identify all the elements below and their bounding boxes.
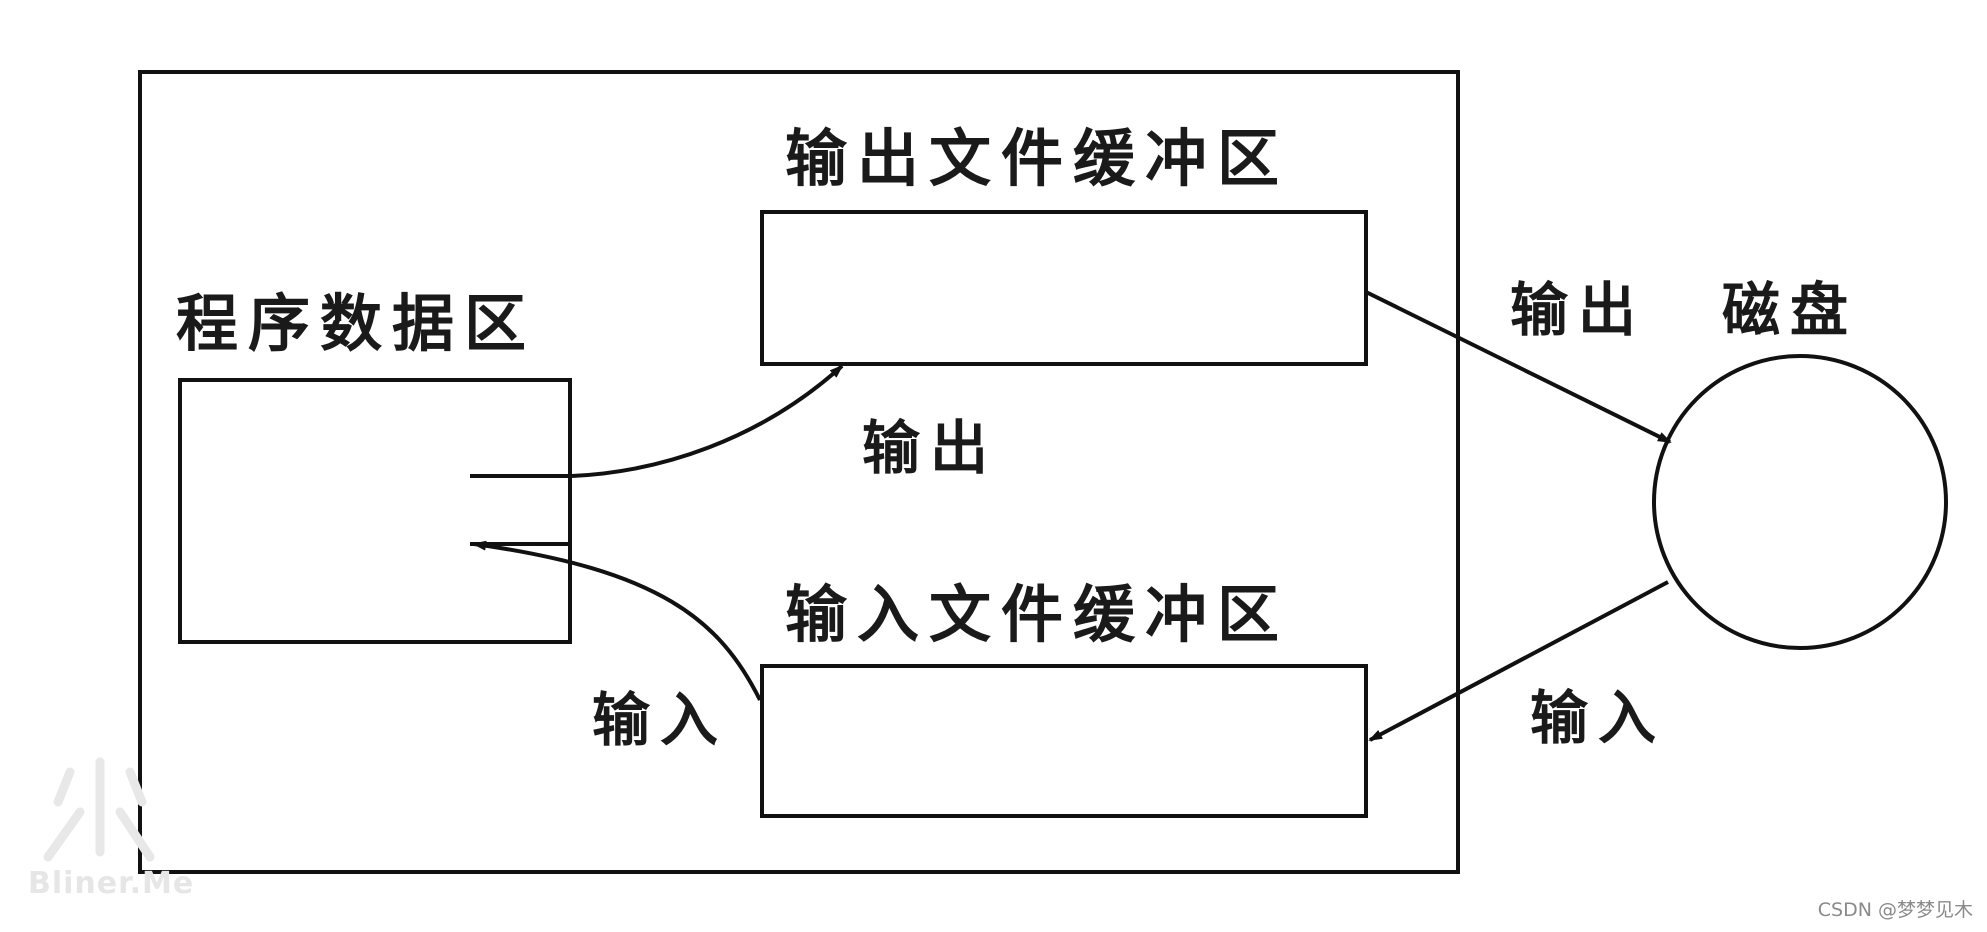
input-buffer-box	[760, 664, 1368, 818]
inner-output-label: 输出	[862, 414, 998, 482]
program-data-area-box	[178, 378, 572, 644]
disk-input-label: 输入	[1530, 684, 1666, 752]
output-buffer-box	[760, 210, 1368, 366]
input-buffer-label: 输入文件缓冲区	[785, 578, 1289, 651]
inner-input-label: 输入	[592, 686, 728, 754]
arrow-data-to-output-buffer	[571, 364, 844, 478]
output-buffer-label: 输出文件缓冲区	[785, 122, 1289, 195]
memory-frame	[138, 70, 1460, 874]
program-data-area-label: 程序数据区	[176, 287, 536, 360]
disk-output-label: 输出	[1510, 276, 1646, 344]
logo-watermark-text: Bliner.Me	[28, 866, 195, 901]
bliner-logo-watermark	[43, 757, 155, 862]
disk-circle	[1652, 354, 1948, 650]
arrow-output-buffer-to-disk	[1365, 290, 1672, 444]
arrow-input-buffer-to-data	[472, 540, 762, 701]
disk-label: 磁盘	[1722, 276, 1858, 344]
csdn-watermark: CSDN @梦梦见木	[1817, 899, 1973, 921]
arrow-disk-to-input-buffer	[1368, 580, 1669, 742]
